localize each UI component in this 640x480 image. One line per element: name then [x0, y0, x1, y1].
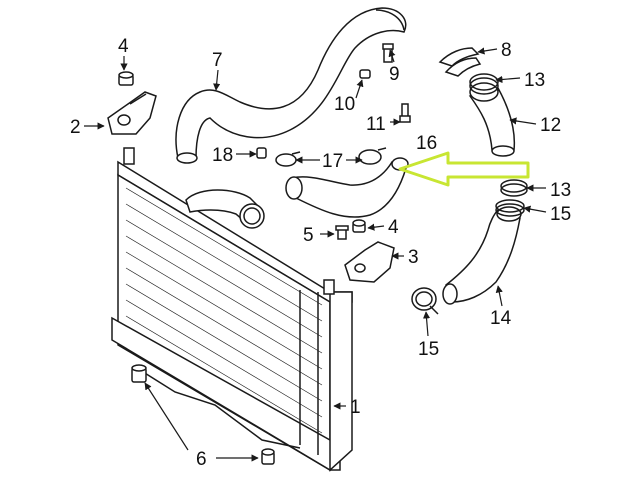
- highlight-arrow: [398, 151, 530, 187]
- callout-18: 18: [212, 145, 233, 166]
- callout-14: 14: [490, 308, 512, 329]
- hose-12: [468, 82, 516, 157]
- callout-1: 1: [350, 397, 361, 418]
- callout-5: 5: [303, 225, 314, 246]
- callout-9: 9: [389, 64, 400, 85]
- callout-7: 7: [212, 50, 223, 71]
- callout-15-upper: 15: [550, 204, 571, 225]
- callout-16: 16: [416, 133, 437, 154]
- leader-lines: [84, 47, 547, 462]
- lower-hose: [285, 157, 409, 218]
- callout-8: 8: [501, 40, 512, 61]
- grommet-4-top: [118, 71, 134, 86]
- nut-10: [359, 69, 371, 79]
- callout-13-upper: 13: [524, 70, 545, 91]
- bolt-5: [335, 225, 349, 240]
- callout-11: 11: [366, 114, 386, 135]
- clamp-17-right: [358, 147, 387, 165]
- callout-17: 17: [322, 151, 343, 172]
- callout-labels: 4 2 7 8 9 10 11 12 13 13 14 15 15 16 17 …: [70, 36, 571, 470]
- callout-13-lower: 13: [550, 180, 571, 201]
- bracket-8: [438, 47, 482, 77]
- grommet-6-left: [131, 364, 147, 383]
- callout-6: 6: [196, 449, 207, 470]
- clamp-15-lower: [411, 287, 439, 315]
- callout-10: 10: [334, 94, 355, 115]
- upper-radiator-hose: [175, 7, 407, 164]
- callout-4-top: 4: [118, 36, 129, 57]
- callout-2: 2: [70, 117, 81, 138]
- bolt-11: [399, 103, 411, 123]
- fitting-18: [256, 147, 267, 159]
- callout-3: 3: [408, 247, 419, 268]
- radiator: [111, 147, 353, 472]
- grommet-4-mid: [352, 219, 366, 233]
- bracket-2: [107, 91, 157, 135]
- callout-15-lower: 15: [418, 339, 439, 360]
- callout-12: 12: [540, 115, 561, 136]
- clamp-13-lower: [500, 179, 528, 197]
- clamp-17-left: [275, 151, 301, 167]
- callout-4-mid: 4: [388, 217, 399, 238]
- hose-14: [442, 206, 522, 305]
- radiator-inlet-neck: [185, 189, 265, 229]
- bracket-3: [344, 241, 395, 283]
- grommet-6-right: [261, 448, 275, 465]
